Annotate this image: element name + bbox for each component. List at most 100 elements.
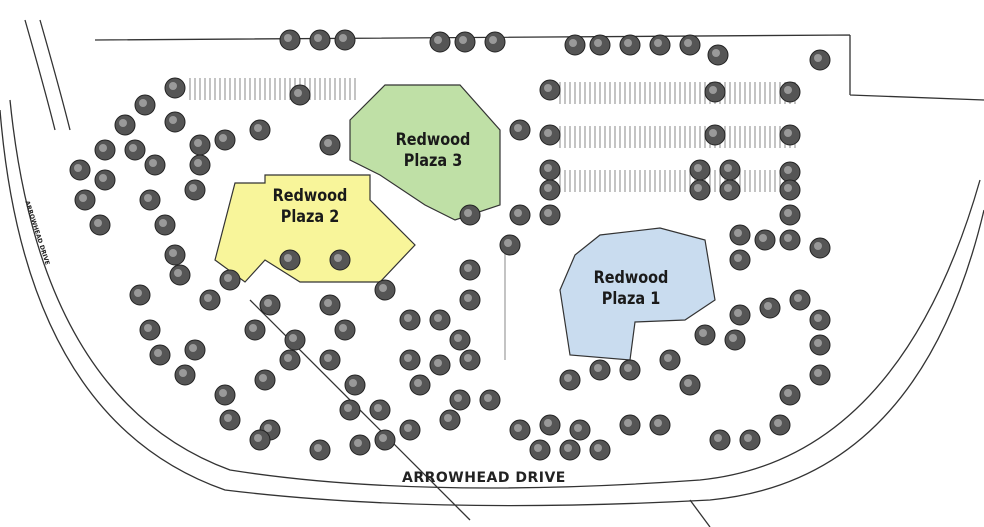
- tree-highlight: [129, 144, 137, 152]
- tree-highlight: [144, 324, 152, 332]
- tree-highlight: [544, 209, 552, 217]
- tree-highlight: [454, 334, 462, 342]
- tree-highlight: [79, 194, 87, 202]
- plaza-3-line2: Plaza 3: [403, 151, 463, 171]
- tree-highlight: [349, 379, 357, 387]
- tree-highlight: [699, 329, 707, 337]
- tree-highlight: [179, 369, 187, 377]
- tree-highlight: [434, 314, 442, 322]
- tree-highlight: [284, 354, 292, 362]
- tree-highlight: [724, 184, 732, 192]
- tree-highlight: [224, 274, 232, 282]
- tree-highlight: [294, 89, 302, 97]
- tree-highlight: [174, 269, 182, 277]
- tree-highlight: [454, 394, 462, 402]
- tree-highlight: [404, 354, 412, 362]
- tree-highlight: [709, 129, 717, 137]
- tree-highlight: [514, 209, 522, 217]
- plaza-1-line1: Redwood: [593, 268, 669, 288]
- tree-highlight: [169, 116, 177, 124]
- tree-highlight: [544, 84, 552, 92]
- tree-highlight: [354, 439, 362, 447]
- tree-highlight: [139, 99, 147, 107]
- tree-highlight: [814, 242, 822, 250]
- tree-highlight: [814, 369, 822, 377]
- tree-highlight: [684, 379, 692, 387]
- tree-highlight: [204, 294, 212, 302]
- tree-highlight: [784, 86, 792, 94]
- tree-highlight: [624, 419, 632, 427]
- tree-highlight: [464, 209, 472, 217]
- tree-highlight: [544, 419, 552, 427]
- label-plaza-3: Redwood Plaza 3: [395, 130, 472, 172]
- tree-highlight: [504, 239, 512, 247]
- tree-highlight: [94, 219, 102, 227]
- tree-highlight: [794, 294, 802, 302]
- plaza-2-line1: Redwood: [272, 186, 348, 206]
- tree-highlight: [814, 54, 822, 62]
- tree-highlight: [459, 36, 467, 44]
- tree-highlight: [814, 339, 822, 347]
- tree-highlight: [434, 359, 442, 367]
- tree-highlight: [489, 36, 497, 44]
- tree-highlight: [219, 134, 227, 142]
- plaza-1-line2: Plaza 1: [601, 289, 661, 309]
- tree-highlight: [544, 129, 552, 137]
- tree-highlight: [404, 314, 412, 322]
- tree-highlight: [284, 254, 292, 262]
- building-plaza-1[interactable]: [559, 227, 716, 361]
- tree-highlight: [784, 389, 792, 397]
- tree-highlight: [784, 184, 792, 192]
- tree-highlight: [684, 39, 692, 47]
- tree-highlight: [694, 164, 702, 172]
- tree-highlight: [759, 234, 767, 242]
- tree-highlight: [784, 209, 792, 217]
- tree-highlight: [734, 254, 742, 262]
- tree-highlight: [314, 34, 322, 42]
- tree-highlight: [544, 184, 552, 192]
- tree-highlight: [219, 389, 227, 397]
- label-plaza-2: Redwood Plaza 2: [272, 186, 349, 228]
- tree-highlight: [734, 309, 742, 317]
- plaza-2-line2: Plaza 2: [280, 207, 340, 227]
- tree-highlight: [724, 164, 732, 172]
- tree-highlight: [774, 419, 782, 427]
- tree-highlight: [339, 34, 347, 42]
- tree-highlight: [624, 39, 632, 47]
- tree-highlight: [714, 434, 722, 442]
- tree-highlight: [712, 49, 720, 57]
- tree-highlight: [74, 164, 82, 172]
- tree-highlight: [784, 234, 792, 242]
- tree-highlight: [709, 86, 717, 94]
- tree-highlight: [594, 444, 602, 452]
- tree-highlight: [324, 139, 332, 147]
- tree-highlight: [784, 166, 792, 174]
- road-label-arrowhead-drive: ARROWHEAD DRIVE: [402, 470, 566, 486]
- tree-highlight: [149, 159, 157, 167]
- tree-highlight: [324, 354, 332, 362]
- tree-highlight: [324, 299, 332, 307]
- tree-highlight: [664, 354, 672, 362]
- tree-highlight: [574, 424, 582, 432]
- tree-highlight: [154, 349, 162, 357]
- tree-highlight: [379, 284, 387, 292]
- tree-highlight: [544, 164, 552, 172]
- tree-highlight: [744, 434, 752, 442]
- tree-highlight: [484, 394, 492, 402]
- tree-highlight: [254, 124, 262, 132]
- tree-highlight: [534, 444, 542, 452]
- tree-highlight: [344, 404, 352, 412]
- tree-highlight: [99, 174, 107, 182]
- tree-highlight: [134, 289, 142, 297]
- tree-highlight: [734, 229, 742, 237]
- tree-highlight: [729, 334, 737, 342]
- tree-highlight: [259, 374, 267, 382]
- plaza-3-line1: Redwood: [395, 130, 471, 150]
- tree-highlight: [464, 354, 472, 362]
- tree-highlight: [169, 249, 177, 257]
- trees: [69, 29, 831, 461]
- tree-highlight: [289, 334, 297, 342]
- tree-highlight: [194, 159, 202, 167]
- tree-highlight: [144, 194, 152, 202]
